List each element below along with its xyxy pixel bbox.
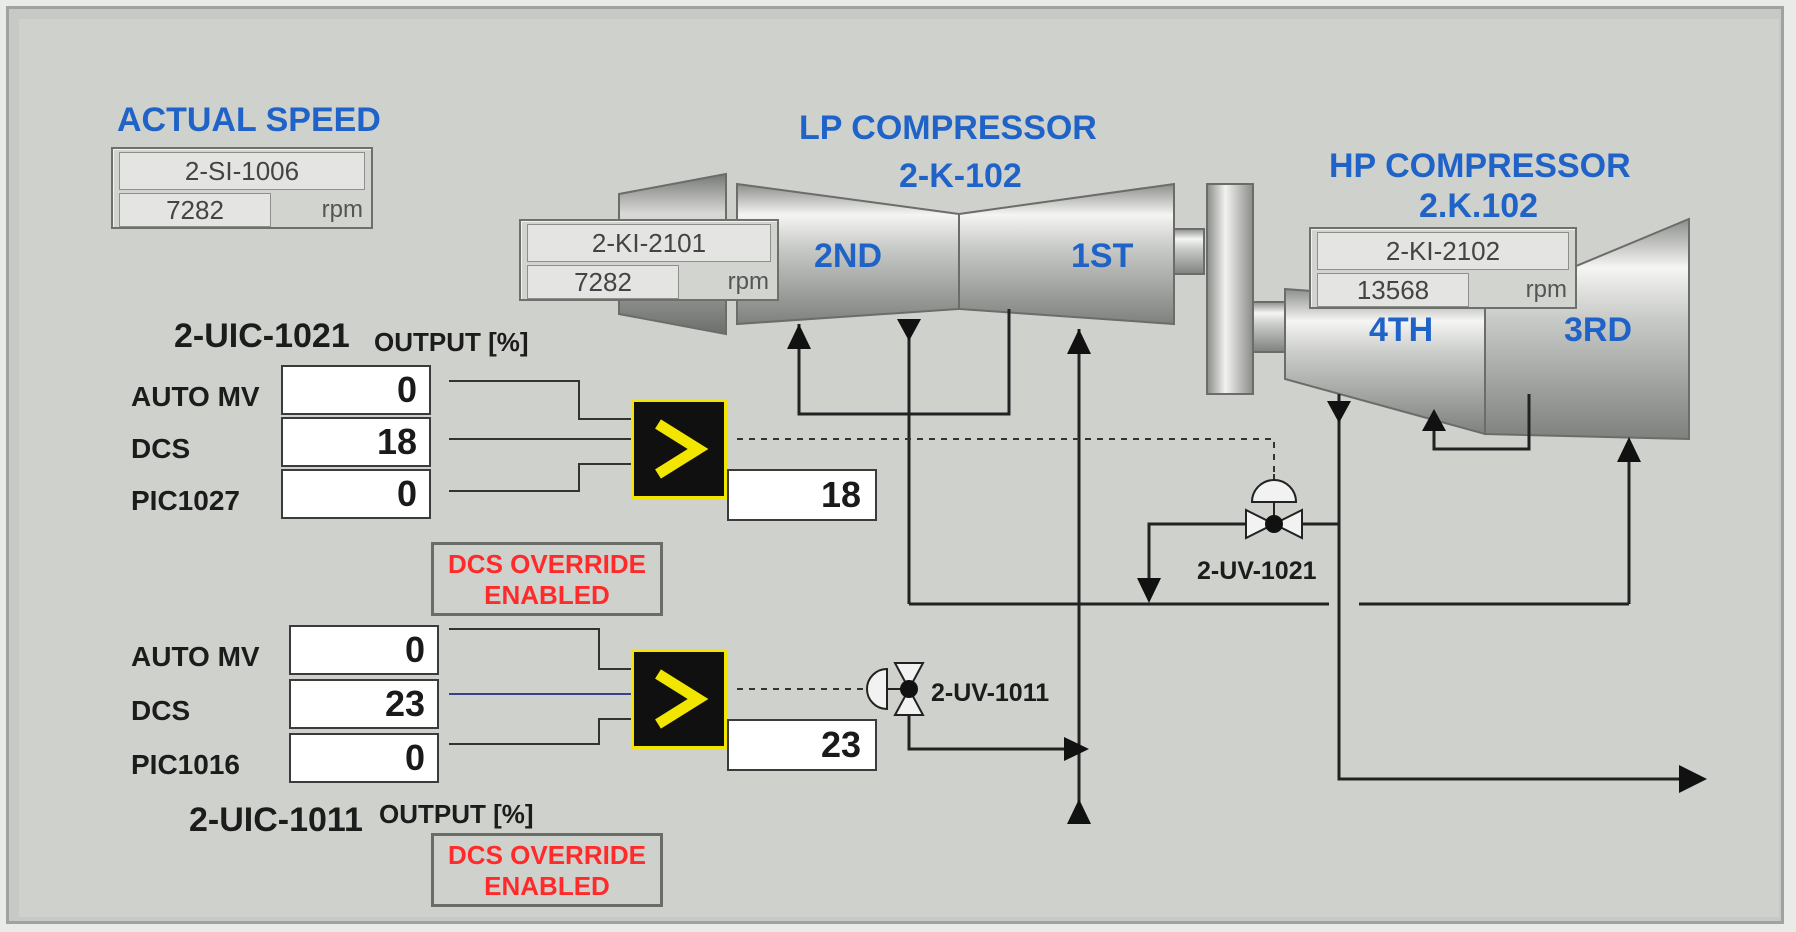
hp-speed-value: 13568	[1317, 273, 1469, 307]
control-valve-icon[interactable]	[1245, 479, 1303, 540]
controller-1011-pic-field[interactable]: 0	[289, 733, 439, 783]
process-piping	[797, 309, 1689, 819]
actual-speed-title: ACTUAL SPEED	[117, 101, 381, 139]
lp-stage-2nd: 2ND	[814, 237, 883, 275]
hmi-screen: ACTUAL SPEED 2-SI-1006 7282 rpm LP COMPR…	[19, 19, 1779, 917]
hp-compressor-body	[1284, 217, 1690, 441]
controller-1021-name: 2-UIC-1021	[174, 317, 350, 355]
control-valve-icon[interactable]	[866, 662, 925, 716]
flow-arrows	[787, 319, 1707, 824]
controller-1021-row-label: AUTO MV	[131, 381, 260, 412]
controller-1021-auto-mv-field[interactable]: 0	[281, 365, 431, 415]
signal-lines-1021	[449, 380, 1275, 492]
signal-lines-1011	[449, 628, 869, 745]
controller-1011-override-badge[interactable]: DCS OVERRIDE ENABLED	[431, 833, 663, 907]
greater-than-selector-icon[interactable]	[631, 649, 727, 749]
hp-speed-indicator[interactable]: 2-KI-2102 13568 rpm	[1309, 227, 1577, 309]
coupling	[1206, 183, 1286, 395]
valve-uv1011-tag: 2-UV-1011	[931, 679, 1050, 707]
hp-stage-3rd: 3RD	[1564, 311, 1633, 349]
controller-1011-row-label: DCS	[131, 695, 191, 726]
override-line2: ENABLED	[484, 871, 610, 901]
controller-1021-row-label: PIC1027	[131, 485, 240, 516]
controller-1011-auto-mv-field[interactable]: 0	[289, 625, 439, 675]
valve-uv1021-tag: 2-UV-1021	[1197, 557, 1317, 585]
hmi-frame: ACTUAL SPEED 2-SI-1006 7282 rpm LP COMPR…	[6, 6, 1784, 924]
lp-speed-unit: rpm	[727, 268, 769, 295]
hp-stage-4th: 4TH	[1369, 311, 1434, 349]
actual-speed-indicator[interactable]: 2-SI-1006 7282 rpm	[111, 147, 373, 229]
lp-speed-value: 7282	[527, 265, 679, 299]
greater-than-selector-icon[interactable]	[631, 399, 727, 499]
controller-1011-row-label: PIC1016	[131, 749, 240, 780]
hp-speed-tag: 2-KI-2102	[1317, 232, 1569, 270]
lp-speed-tag: 2-KI-2101	[527, 224, 771, 262]
controller-1021-output-label: OUTPUT [%]	[374, 327, 529, 357]
controller-1021-output-value: 18	[727, 469, 877, 521]
controller-1021-pic-field[interactable]: 0	[281, 469, 431, 519]
controller-1011-output-value: 23	[727, 719, 877, 771]
lp-stage-1st: 1ST	[1071, 237, 1134, 275]
hp-compressor-tag: 2.K.102	[1419, 187, 1539, 225]
controller-1011-dcs-field[interactable]: 23	[289, 679, 439, 729]
controller-1021-override-badge[interactable]: DCS OVERRIDE ENABLED	[431, 542, 663, 616]
override-line1: DCS OVERRIDE	[448, 549, 646, 579]
controller-1011-output-label: OUTPUT [%]	[379, 799, 534, 829]
hp-speed-unit: rpm	[1525, 276, 1567, 303]
hp-compressor-title: HP COMPRESSOR	[1329, 147, 1631, 185]
controller-1011-row-label: AUTO MV	[131, 641, 260, 672]
lp-compressor-tag: 2-K-102	[899, 157, 1022, 195]
lp-speed-indicator[interactable]: 2-KI-2101 7282 rpm	[519, 219, 779, 301]
controller-1021-row-label: DCS	[131, 433, 191, 464]
process-diagram	[449, 172, 1707, 824]
override-line2: ENABLED	[484, 580, 610, 610]
controller-1011-name: 2-UIC-1011	[189, 801, 363, 839]
override-line1: DCS OVERRIDE	[448, 840, 646, 870]
actual-speed-value: 7282	[119, 193, 271, 227]
lp-compressor-title: LP COMPRESSOR	[799, 109, 1097, 147]
controller-1021-dcs-field[interactable]: 18	[281, 417, 431, 467]
actual-speed-unit: rpm	[321, 196, 363, 223]
actual-speed-tag: 2-SI-1006	[119, 152, 365, 190]
